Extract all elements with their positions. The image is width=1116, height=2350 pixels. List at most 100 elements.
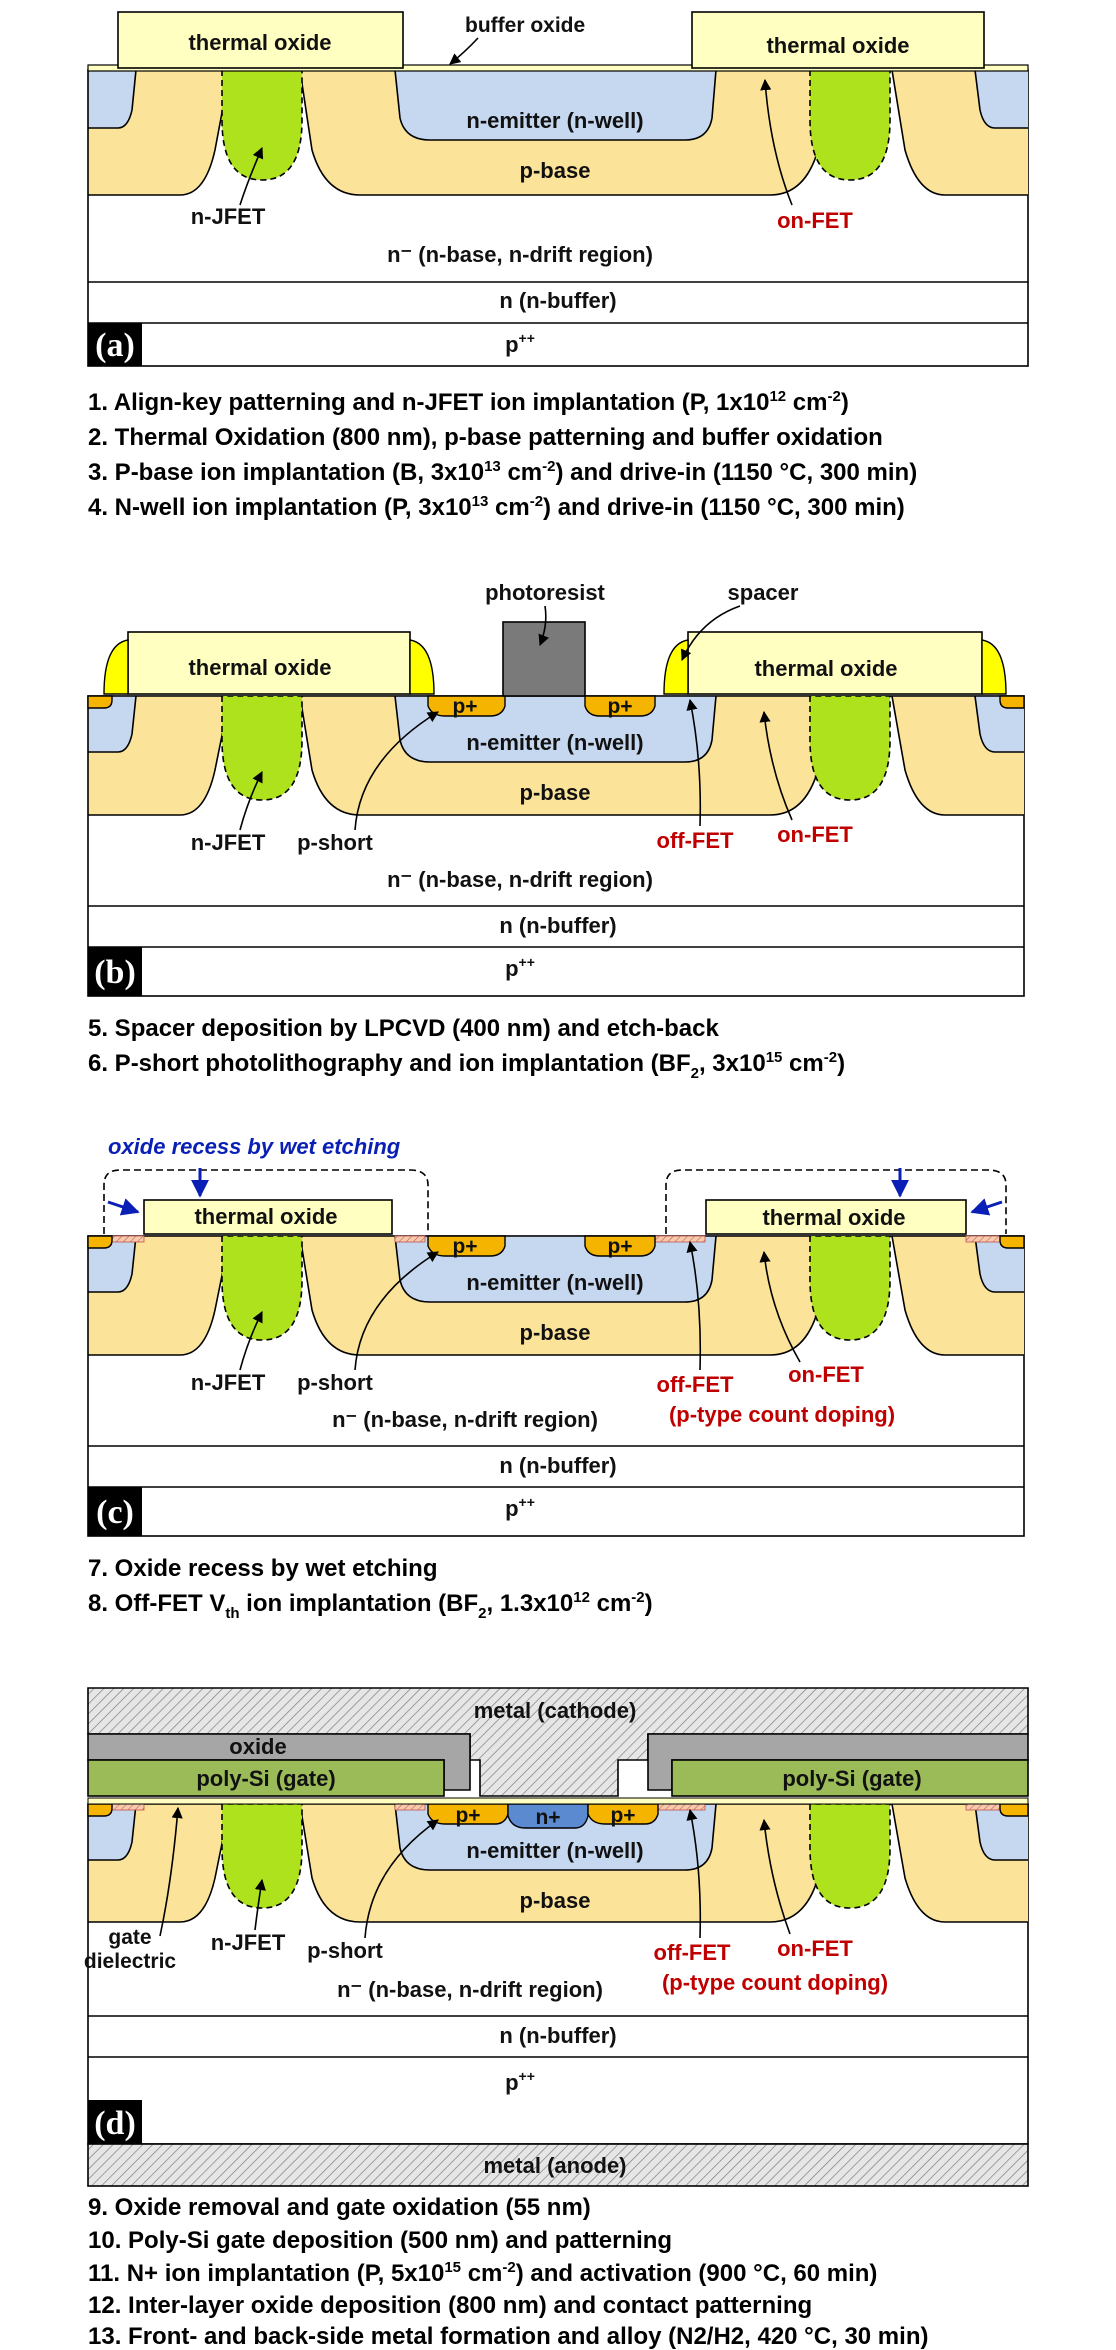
buffer-oxide-layer [87, 64, 1029, 72]
p-plus-edge-right-b [999, 695, 1025, 709]
arrow-spacer [681, 605, 741, 662]
label-n-emitter-d: n-emitter (n-well) [466, 1838, 643, 1863]
label-buffer-oxide: buffer oxide [465, 14, 585, 37]
spacer-left-inner-b [409, 639, 435, 695]
arrow-n-jfet-d [254, 1878, 266, 1931]
label-p-plus-d2: p+ [610, 1804, 635, 1827]
n-jfet-left-b [221, 696, 303, 801]
label-photoresist: photoresist [485, 580, 605, 605]
n-emitter-center [394, 70, 717, 141]
label-oxide-d: oxide [229, 1734, 286, 1759]
recess-arrow-side-right [970, 1198, 1003, 1216]
n-emitter-right [974, 70, 1028, 129]
label-poly-gate-left: poly-Si (gate) [196, 1766, 335, 1791]
n-emitter-right-d [974, 1804, 1028, 1861]
label-n-buffer-d: n (n-buffer) [499, 2023, 616, 2048]
label-off-fet-c: off-FET [657, 1372, 735, 1397]
label-metal-anode: metal (anode) [483, 2153, 626, 2178]
n-jfet-right-c [809, 1236, 891, 1341]
arrow-off-fet-c [686, 1240, 702, 1371]
label-thermal-oxide-a1: thermal oxide [188, 30, 331, 55]
p-plus-edge-left-c [87, 1235, 113, 1249]
step-2: 2. Thermal Oxidation (800 nm), p-base pa… [88, 424, 883, 451]
label-p-plus-d1: p+ [455, 1804, 480, 1827]
step-3: 3. P-base ion implantation (B, 3x1013 cm… [88, 458, 917, 486]
label-on-fet-c: on-FET [788, 1362, 864, 1387]
steps-group-2: 5. Spacer deposition by LPCVD (400 nm) a… [88, 1015, 845, 1082]
step-7: 7. Oxide recess by wet etching [88, 1555, 437, 1582]
n-emitter-right-b [974, 696, 1024, 753]
p-plus-left-d [427, 1803, 509, 1825]
label-p-plus-c1: p+ [452, 1235, 477, 1258]
gate-dielectric-layer [87, 1797, 1029, 1805]
label-n-drift-c: n⁻ (n-base, n-drift region) [332, 1407, 598, 1432]
step-5: 5. Spacer deposition by LPCVD (400 nm) a… [88, 1015, 719, 1042]
label-n-jfet-b: n-JFET [191, 830, 266, 855]
panel-badge-b [88, 947, 142, 996]
panel-badge-d [88, 2100, 142, 2144]
p-plus-right-d [587, 1803, 659, 1825]
step-10: 10. Poly-Si gate deposition (500 nm) and… [88, 2227, 672, 2254]
original-oxide-outline-right [665, 1169, 1007, 1234]
arrow-n-jfet-b [239, 770, 263, 831]
arrow-on-fet-d [759, 1818, 791, 1935]
arrow-p-short-c [354, 1251, 439, 1371]
step-1: 1. Align-key patterning and n-JFET ion i… [88, 388, 849, 416]
count-doping-center-right-c [654, 1235, 706, 1243]
panel-badge-a [88, 323, 142, 366]
label-n-drift-d: n⁻ (n-base, n-drift region) [337, 1977, 603, 2002]
panel-a: thermal oxide thermal oxide buffer oxide… [87, 11, 1029, 367]
panel-label-d: (d) [94, 2105, 136, 2142]
step-9: 9. Oxide removal and gate oxidation (55 … [88, 2194, 591, 2221]
step-12: 12. Inter-layer oxide deposition (800 nm… [88, 2292, 812, 2319]
label-on-fet-d: on-FET [777, 1936, 853, 1961]
p-plus-left-b [427, 695, 506, 717]
step-6: 6. P-short photolithography and ion impl… [88, 1049, 845, 1082]
label-p-base-b: p-base [520, 780, 591, 805]
step-13: 13. Front- and back-side metal formation… [88, 2323, 928, 2350]
n-jfet-left-d [221, 1804, 303, 1909]
panel-c: oxide recess by wet etching thermal oxid… [87, 1134, 1025, 1537]
label-p-plus-c2: p+ [607, 1235, 632, 1258]
thermal-oxide-right [691, 11, 985, 69]
thermal-oxide-right-b [687, 631, 983, 695]
label-thermal-oxide-b2: thermal oxide [754, 656, 897, 681]
label-n-emitter-b: n-emitter (n-well) [466, 730, 643, 755]
count-doping-center-left-d [394, 1803, 426, 1811]
thermal-oxide-left-c [143, 1199, 393, 1235]
label-p-short-b: p-short [297, 830, 373, 855]
label-p-type-count-c: (p-type count doping) [669, 1402, 895, 1427]
label-p-short-d: p-short [307, 1938, 383, 1963]
label-p-pp-a: p++ [505, 330, 535, 357]
label-n-buffer-b: n (n-buffer) [499, 913, 616, 938]
p-plus-edge-left-b [87, 695, 113, 709]
arrow-on-fet-c [759, 1250, 801, 1363]
panel-b: photoresist spacer thermal oxide thermal… [87, 580, 1025, 997]
label-off-fet-d: off-FET [654, 1940, 732, 1965]
label-off-fet-b: off-FET [657, 828, 735, 853]
steps-group-4: 9. Oxide removal and gate oxidation (55 … [88, 2194, 928, 2350]
arrow-photoresist [538, 605, 549, 647]
label-metal-cathode: metal (cathode) [474, 1698, 637, 1723]
panel-label-a: (a) [95, 327, 135, 364]
recess-arrow-side-left [107, 1198, 140, 1216]
panel-badge-c [88, 1487, 142, 1536]
label-p-base-c: p-base [520, 1320, 591, 1345]
label-p-pp-c: p++ [505, 1494, 535, 1521]
label-n-emitter-c: n-emitter (n-well) [466, 1270, 643, 1295]
label-n-buffer-a: n (n-buffer) [499, 288, 616, 313]
arrow-n-jfet-c [239, 1310, 263, 1371]
spacer-right-inner-b [663, 639, 689, 695]
label-n-jfet-a: n-JFET [191, 204, 266, 229]
poly-gate-left [87, 1759, 445, 1797]
steps-group-1: 1. Align-key patterning and n-JFET ion i… [88, 388, 917, 521]
step-11: 11. N+ ion implantation (P, 5x1015 cm-2)… [88, 2259, 877, 2287]
label-thermal-oxide-c1: thermal oxide [194, 1204, 337, 1229]
n-emitter-left-d [88, 1804, 137, 1861]
n-emitter-left-b [88, 696, 137, 753]
n-jfet-right [809, 70, 891, 181]
n-jfet-right-b [809, 696, 891, 801]
p-plus-left-c [427, 1235, 506, 1257]
arrow-p-short-d [364, 1819, 439, 1939]
label-oxide-recess: oxide recess by wet etching [108, 1134, 401, 1159]
